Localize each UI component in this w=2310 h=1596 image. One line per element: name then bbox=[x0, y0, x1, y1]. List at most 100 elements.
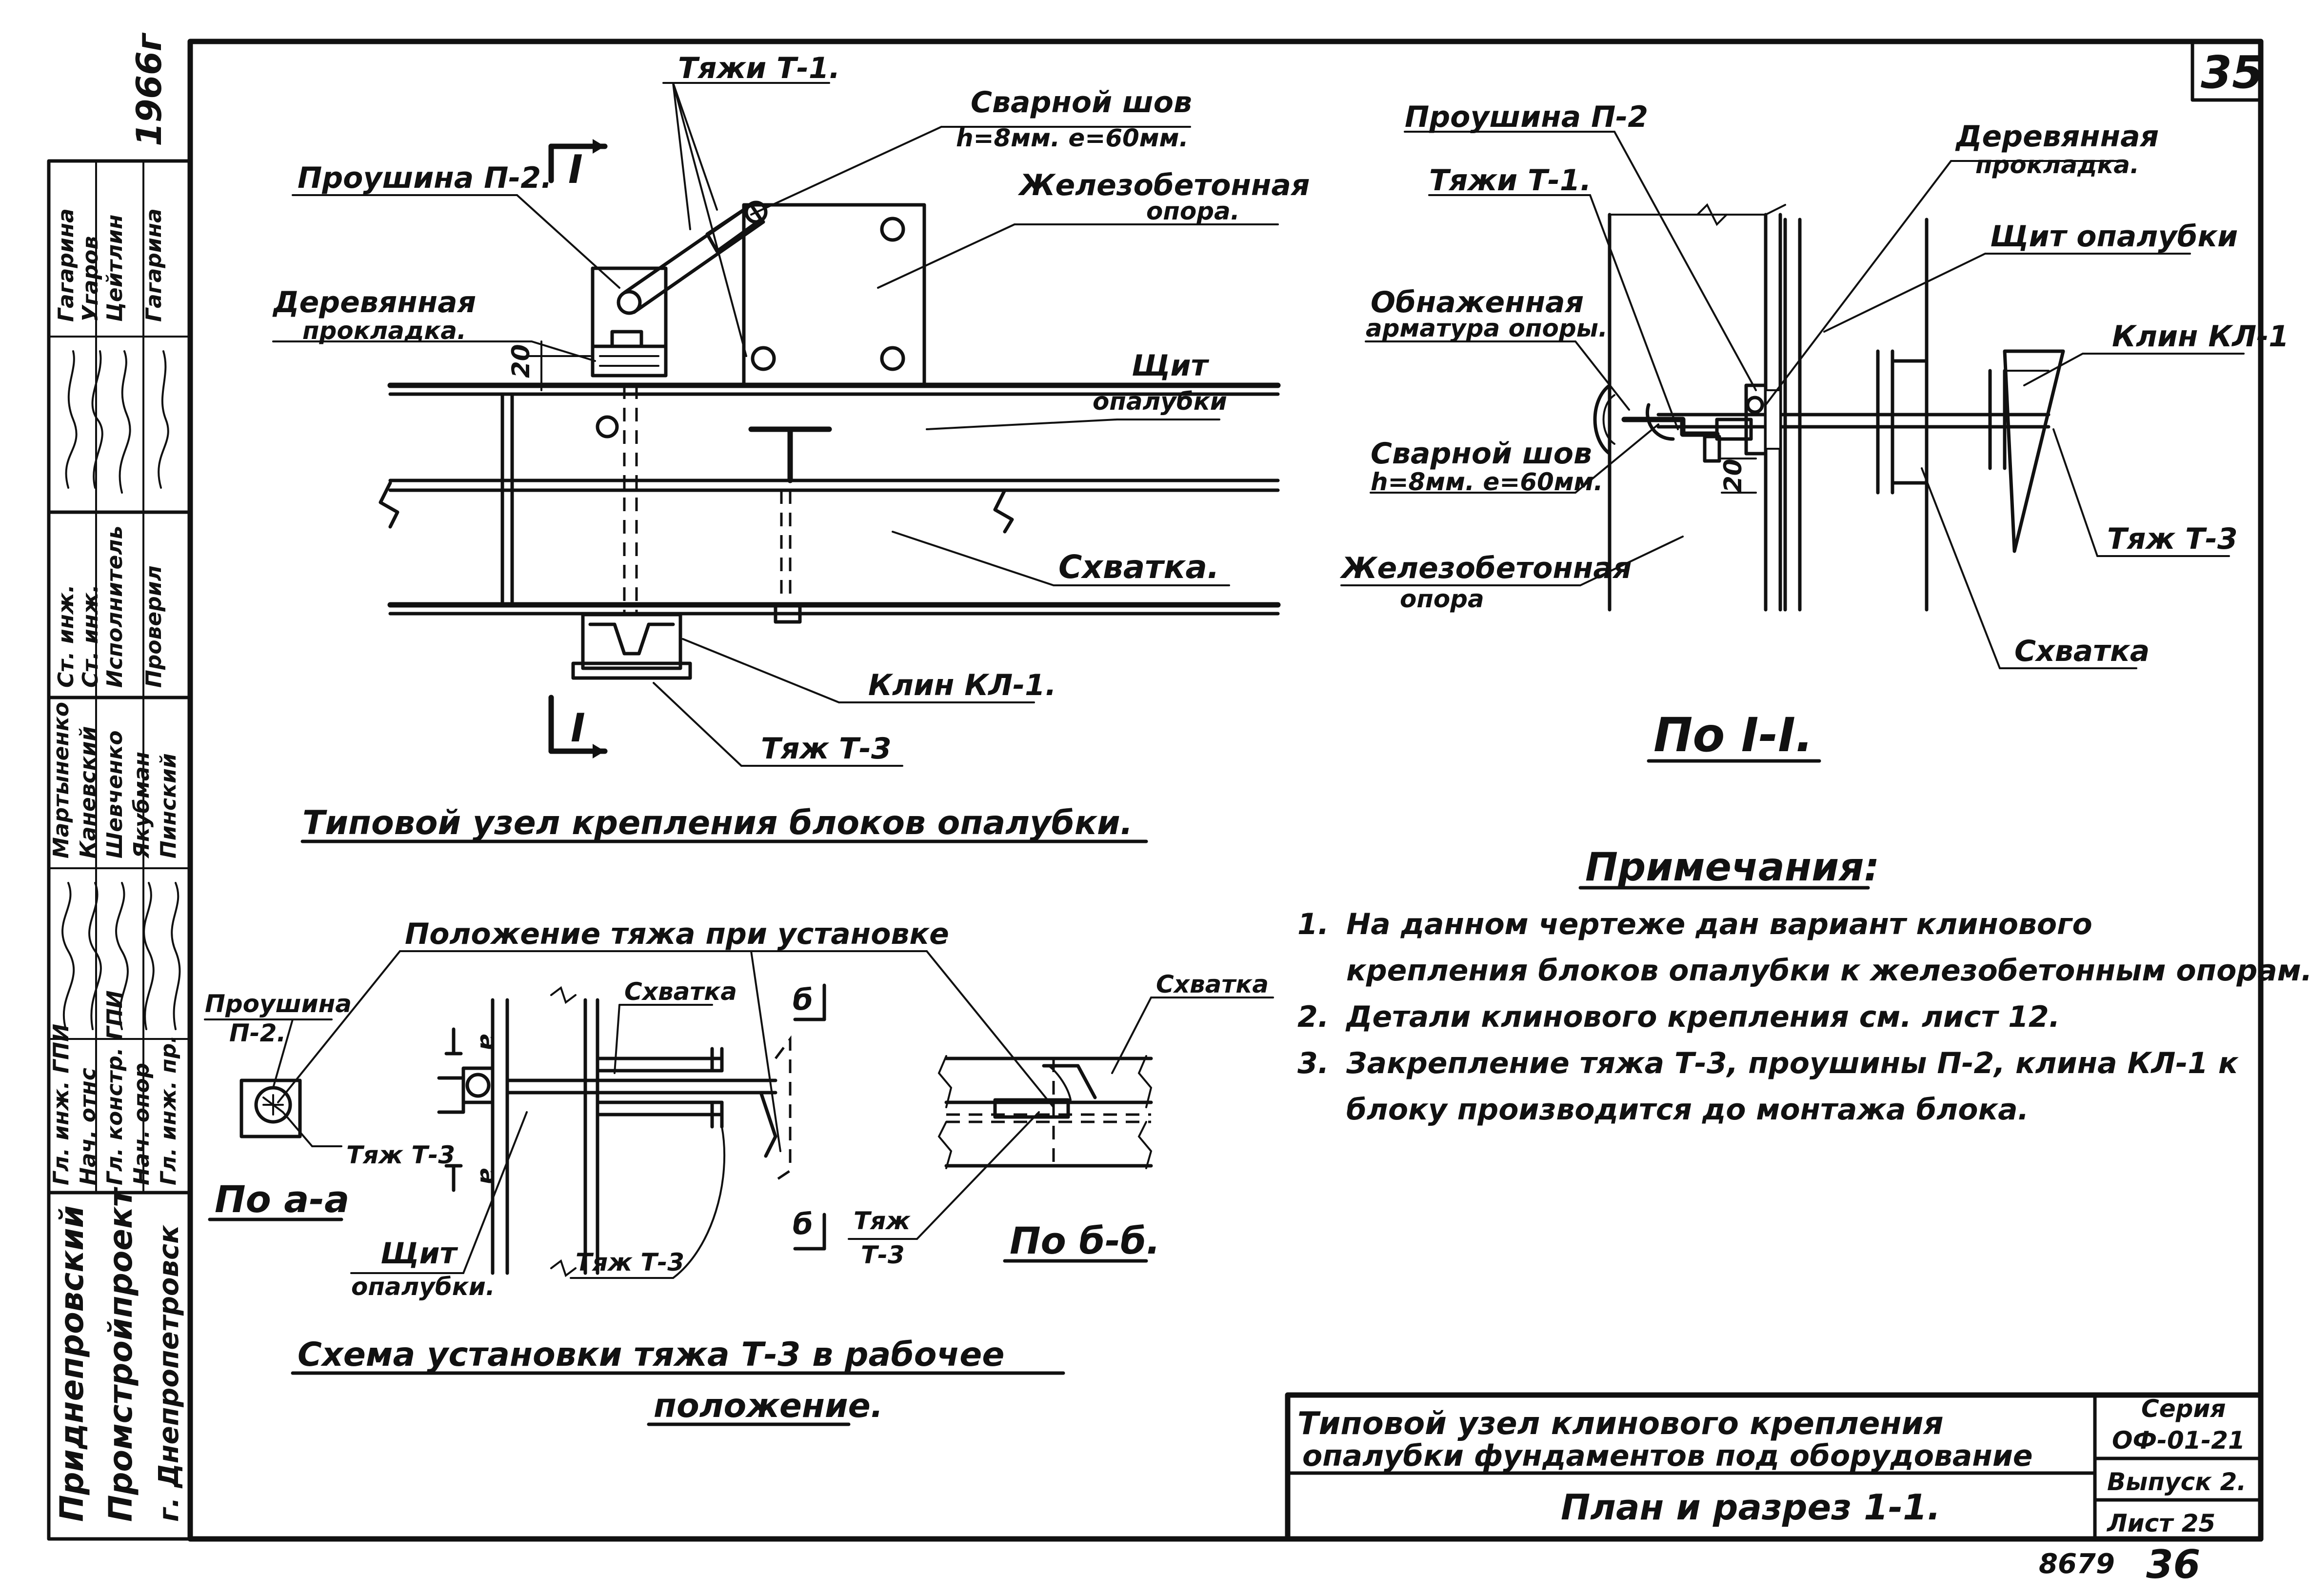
note-1-line-2: крепления блоков опалубки к железобетонн… bbox=[1346, 954, 2310, 988]
scheme-view-b: По б-б. bbox=[1010, 1219, 1160, 1262]
title-sheet: Лист 25 bbox=[2106, 1509, 2215, 1537]
stamp-name-4: Гагарина bbox=[141, 208, 166, 322]
section-label-rc-2: опора bbox=[1400, 585, 1484, 613]
section-label-tyazh-t1: Тяжи Т-1. bbox=[1429, 163, 1591, 198]
plan-label-rc-2: опора. bbox=[1146, 197, 1240, 225]
footer: 8679 36 bbox=[2039, 1542, 2200, 1587]
note-2-num: 2. bbox=[1297, 1000, 1329, 1034]
plan-label-tyazh-t3: Тяж Т-3 bbox=[761, 732, 892, 766]
plan-label-shield-1: Щит bbox=[1132, 349, 1210, 383]
plan-label-tyazh-t1: Тяжи Т-1. bbox=[678, 51, 840, 85]
stamp-name-9: Пинский bbox=[156, 753, 181, 858]
scheme-mark-b-bottom: б bbox=[793, 1207, 813, 1241]
footer-page: 36 bbox=[2146, 1542, 2200, 1587]
section-view-title: По I-I. bbox=[1653, 708, 1813, 762]
plan-label-rc-1: Железобетонная bbox=[1017, 168, 1310, 202]
year-mark: 1966г bbox=[129, 32, 169, 146]
note-3-line-2: блоку производится до монтажа блока. bbox=[1346, 1093, 2029, 1127]
stamp-role-2: Ст. инж. bbox=[78, 584, 103, 688]
stamp-name-6: Каневский bbox=[76, 726, 100, 858]
installation-scheme: Положение тяжа при установке Проушина П-… bbox=[204, 917, 1274, 1426]
plan-label-wood-2: прокладка. bbox=[302, 317, 466, 345]
stamp-name-7: Шевченко bbox=[102, 730, 127, 858]
signatures bbox=[61, 350, 181, 1030]
plan-view-title: Типовой узел крепления блоков опалубки. bbox=[302, 804, 1133, 842]
stamp-role-4: Проверил bbox=[141, 565, 166, 688]
plan-label-shield-2: опалубки bbox=[1093, 387, 1227, 416]
title-line-2: опалубки фундаментов под оборудование bbox=[1302, 1439, 2033, 1473]
scheme-label-proushina-2: П-2. bbox=[229, 1019, 286, 1047]
section-label-wood-1: Деревянная bbox=[1955, 120, 2159, 154]
title-series-value: ОФ-01-21 bbox=[2112, 1426, 2245, 1455]
notes-heading: Примечания: bbox=[1585, 844, 1880, 890]
scheme-label-proushina-1: Проушина bbox=[205, 990, 352, 1018]
plan-label-skhvatka: Схватка. bbox=[1058, 548, 1219, 586]
section-label-proushina: Проушина П-2 bbox=[1405, 100, 1648, 134]
side-stamp: 1966г Гагарина Угаров Цейтлин Гагарина С… bbox=[47, 32, 192, 1541]
section-label-skhvatka: Схватка bbox=[2014, 634, 2150, 668]
stamp-name-8: Якубман bbox=[129, 752, 154, 859]
note-3-num: 3. bbox=[1297, 1046, 1329, 1080]
stamp-name-1: Гагарина bbox=[54, 208, 79, 322]
section-view: 20 Проушина П-2 Тяжи Т-1. Деревянная про… bbox=[1339, 100, 2289, 763]
note-3-line-1: Закрепление тяжа Т-3, проушины П-2, клин… bbox=[1346, 1046, 2239, 1080]
section-mark-top: I bbox=[568, 147, 583, 192]
scheme-label-tyazh-b-1: Тяж bbox=[854, 1207, 911, 1235]
scheme-title-line-1: Схема установки тяжа Т-3 в рабочее bbox=[298, 1336, 1004, 1374]
notes: Примечания: 1. На данном чертеже дан вар… bbox=[1297, 844, 2310, 1127]
title-line-1: Типовой узел клинового крепления bbox=[1297, 1406, 1944, 1442]
section-label-weld-1: Сварной шов bbox=[1371, 437, 1592, 471]
section-mark-bottom: I bbox=[571, 705, 585, 751]
drawing-frame: 35 bbox=[187, 39, 2264, 1542]
section-label-tyazh-t3: Тяж Т-3 bbox=[2107, 522, 2238, 556]
plan-dim-20: 20 bbox=[507, 344, 535, 378]
note-2-line-1: Детали клинового крепления см. лист 12. bbox=[1345, 1000, 2060, 1034]
sheet-number: 35 bbox=[2201, 46, 2263, 99]
plan-view: 20 I I Тяжи Т-1. Сварной шов h=8мм. е=60… bbox=[272, 51, 1310, 843]
scheme-label-skhvatka-b: Схватка bbox=[1156, 970, 1269, 998]
title-subtitle: План и разрез 1-1. bbox=[1561, 1487, 1941, 1528]
stamp-name-5: Мартыненко bbox=[49, 702, 74, 858]
scheme-label-tyazh-small: Тяж Т-3 bbox=[346, 1141, 455, 1169]
org-line-2: Промстройпроект bbox=[102, 1186, 139, 1522]
plan-label-weld-2: h=8мм. е=60мм. bbox=[956, 124, 1189, 152]
section-label-rc-1: Железобетонная bbox=[1339, 551, 1632, 585]
section-label-wood-2: прокладка. bbox=[1975, 151, 2139, 179]
scheme-label-shield-2: опалубки. bbox=[351, 1273, 495, 1301]
scheme-title-line-2: положение. bbox=[654, 1387, 883, 1425]
org-line-3: г. Днепропетровск bbox=[153, 1224, 185, 1522]
title-block: Типовой узел клинового крепления опалубк… bbox=[1285, 1392, 2264, 1542]
scheme-mark-a-top: а bbox=[475, 1034, 503, 1051]
plan-label-proushina: Проушина П-2. bbox=[298, 161, 552, 195]
plan-label-wood-1: Деревянная bbox=[272, 285, 476, 319]
scheme-label-shield-1: Щит bbox=[380, 1237, 458, 1271]
scheme-label-skhvatka-a: Схватка bbox=[624, 978, 737, 1006]
scheme-mark-a-bottom: а bbox=[475, 1168, 503, 1185]
stamp-role-6: Нач. отнс bbox=[76, 1068, 100, 1185]
note-1-num: 1. bbox=[1297, 907, 1329, 941]
section-dim-20: 20 bbox=[1719, 459, 1747, 493]
plan-label-weld-1: Сварной шов bbox=[971, 85, 1192, 120]
org-line-1: Приднепровский bbox=[53, 1205, 91, 1522]
section-label-shield: Щит опалубки bbox=[1990, 219, 2238, 254]
section-label-exposed-1: Обнаженная bbox=[1371, 285, 1584, 319]
title-issue: Выпуск 2. bbox=[2107, 1468, 2246, 1496]
stamp-role-8: Нач. опор bbox=[129, 1063, 154, 1185]
title-series-label: Серия bbox=[2141, 1395, 2226, 1423]
scheme-view-a: По а-а bbox=[215, 1177, 349, 1221]
section-label-klin: Клин КЛ-1 bbox=[2112, 319, 2289, 354]
scheme-label-position: Положение тяжа при установке bbox=[405, 917, 949, 951]
stamp-role-1: Ст. инж. bbox=[54, 584, 79, 688]
footer-inventory: 8679 bbox=[2039, 1548, 2115, 1580]
scheme-label-tyazh-b-2: Т-3 bbox=[861, 1241, 905, 1269]
stamp-role-5: Гл. инж. ГПИ bbox=[49, 1024, 74, 1185]
scheme-mark-b-top: б bbox=[793, 983, 813, 1017]
stamp-name-3: Цейтлин bbox=[102, 215, 127, 322]
note-1-line-1: На данном чертеже дан вариант клинового bbox=[1346, 907, 2092, 941]
stamp-role-7: Гл. констр. ГПИ bbox=[102, 990, 127, 1185]
plan-label-klin: Клин КЛ-1. bbox=[868, 668, 1056, 702]
stamp-role-3: Исполнитель bbox=[102, 526, 127, 688]
scheme-label-tyazh-mid: Тяж Т-3 bbox=[576, 1248, 684, 1277]
section-label-exposed-2: арматура опоры. bbox=[1366, 314, 1608, 342]
